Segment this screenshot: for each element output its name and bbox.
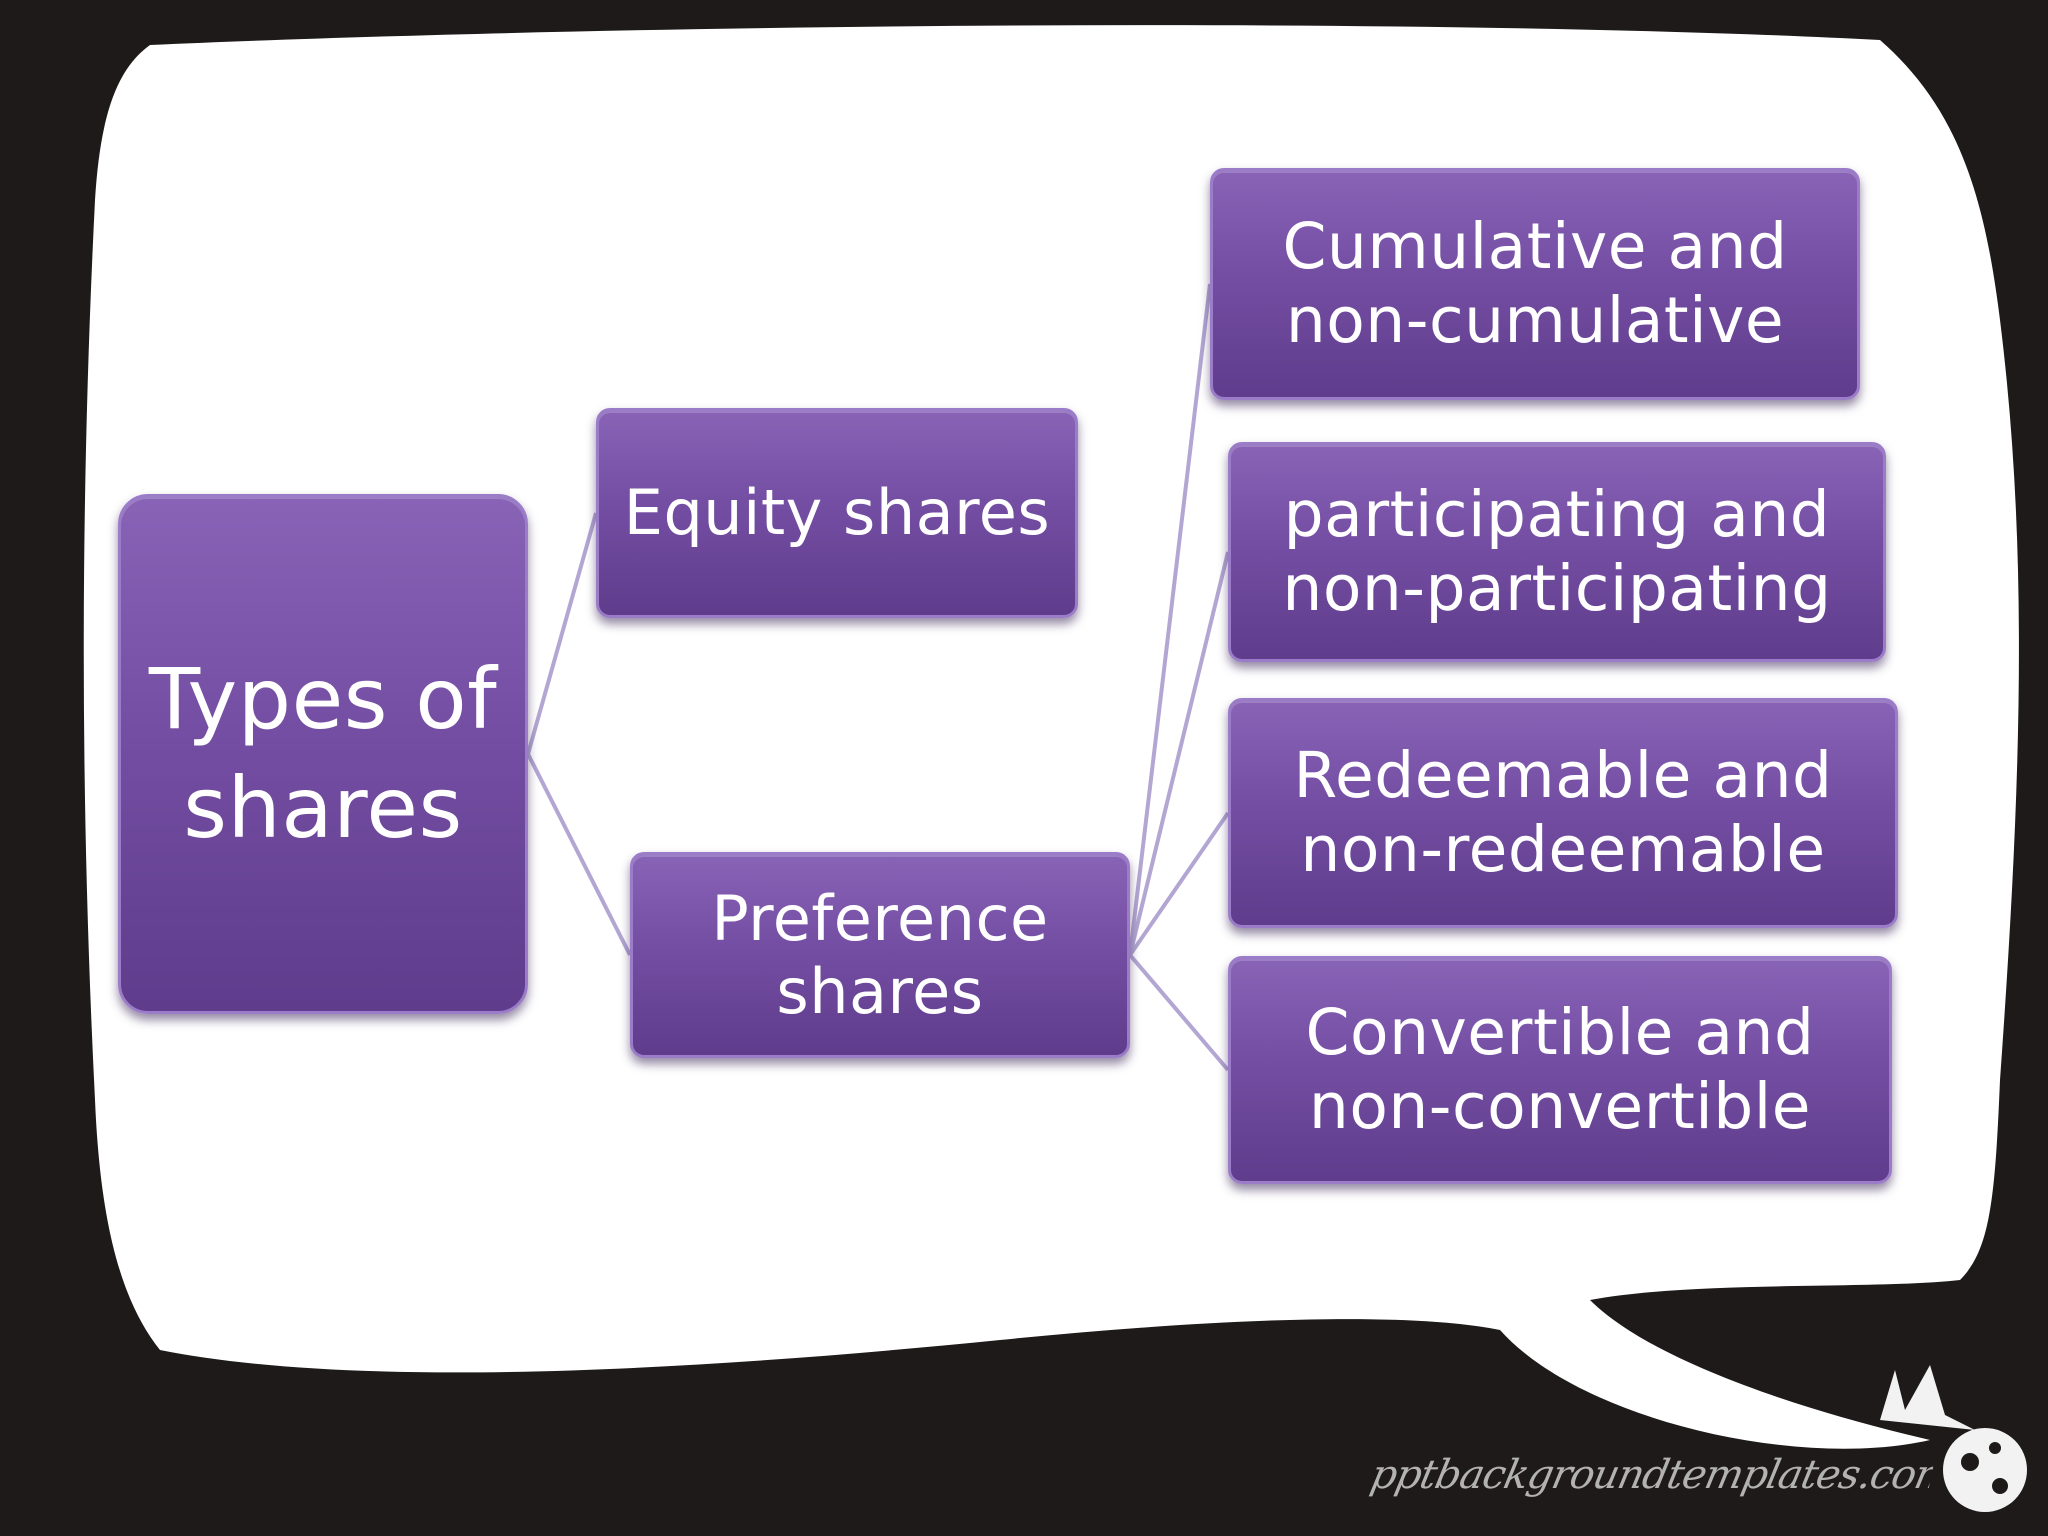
root-node-types-of-shares: Types of shares	[118, 494, 528, 1014]
watermark-text: pptbackgroundtemplates.com	[1366, 1452, 1937, 1498]
node-redeemable: Redeemable and non-redeemable	[1228, 698, 1898, 928]
connector-root-preference	[526, 753, 632, 956]
connector-preference-leaf-4	[1128, 953, 1230, 1072]
node-convertible: Convertible and non-convertible	[1228, 956, 1892, 1184]
node-equity-shares: Equity shares	[596, 408, 1078, 618]
connector-preference-leaf-2	[1128, 551, 1230, 956]
connector-root-equity	[526, 512, 598, 755]
connector-preference-leaf-1	[1128, 283, 1212, 956]
watermark-figure	[1880, 1365, 2027, 1512]
node-participating: participating and non-participating	[1228, 442, 1886, 662]
connector-lines	[526, 283, 1230, 1072]
node-cumulative: Cumulative and non-cumulative	[1210, 168, 1860, 400]
connector-preference-leaf-3	[1128, 811, 1230, 957]
node-preference-shares: Preference shares	[630, 852, 1130, 1058]
